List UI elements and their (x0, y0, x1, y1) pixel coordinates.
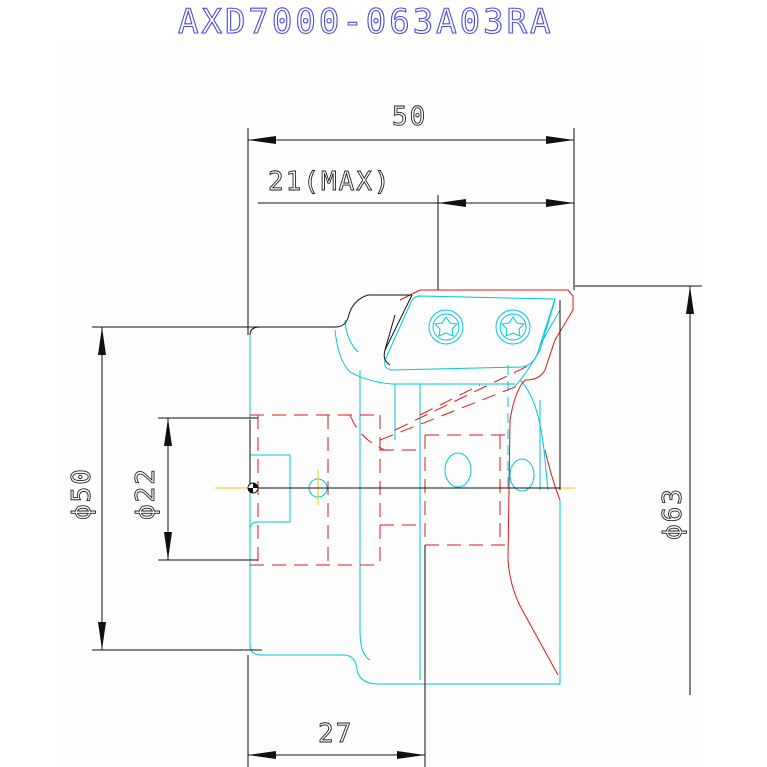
drawing-background (60, 40, 700, 767)
dimension-cutting-diameter: ϕ63 (575, 285, 702, 695)
dimension-shank-length: 27 (247, 545, 426, 767)
origin-point-marker (247, 482, 259, 494)
dimension-max-depth: 21(MAX) (258, 167, 574, 290)
clamp-screw-right (495, 309, 531, 345)
svg-text:50: 50 (392, 102, 427, 132)
svg-text:ϕ22: ϕ22 (131, 467, 161, 520)
svg-text:ϕ63: ϕ63 (658, 487, 688, 540)
svg-text:27: 27 (318, 719, 353, 749)
dimension-overall-length: 50 (247, 102, 575, 335)
tool-body-outline (249, 295, 561, 685)
svg-text:ϕ50: ϕ50 (67, 467, 97, 520)
dimension-body-diameter: ϕ50 (67, 326, 262, 651)
clamp-screw-left (428, 309, 464, 345)
svg-text:21(MAX): 21(MAX) (268, 167, 392, 197)
main-outline (249, 294, 561, 490)
dimension-bore-diameter: ϕ22 (131, 417, 258, 561)
part-number-title: AXD7000-063A03RA (178, 2, 554, 42)
